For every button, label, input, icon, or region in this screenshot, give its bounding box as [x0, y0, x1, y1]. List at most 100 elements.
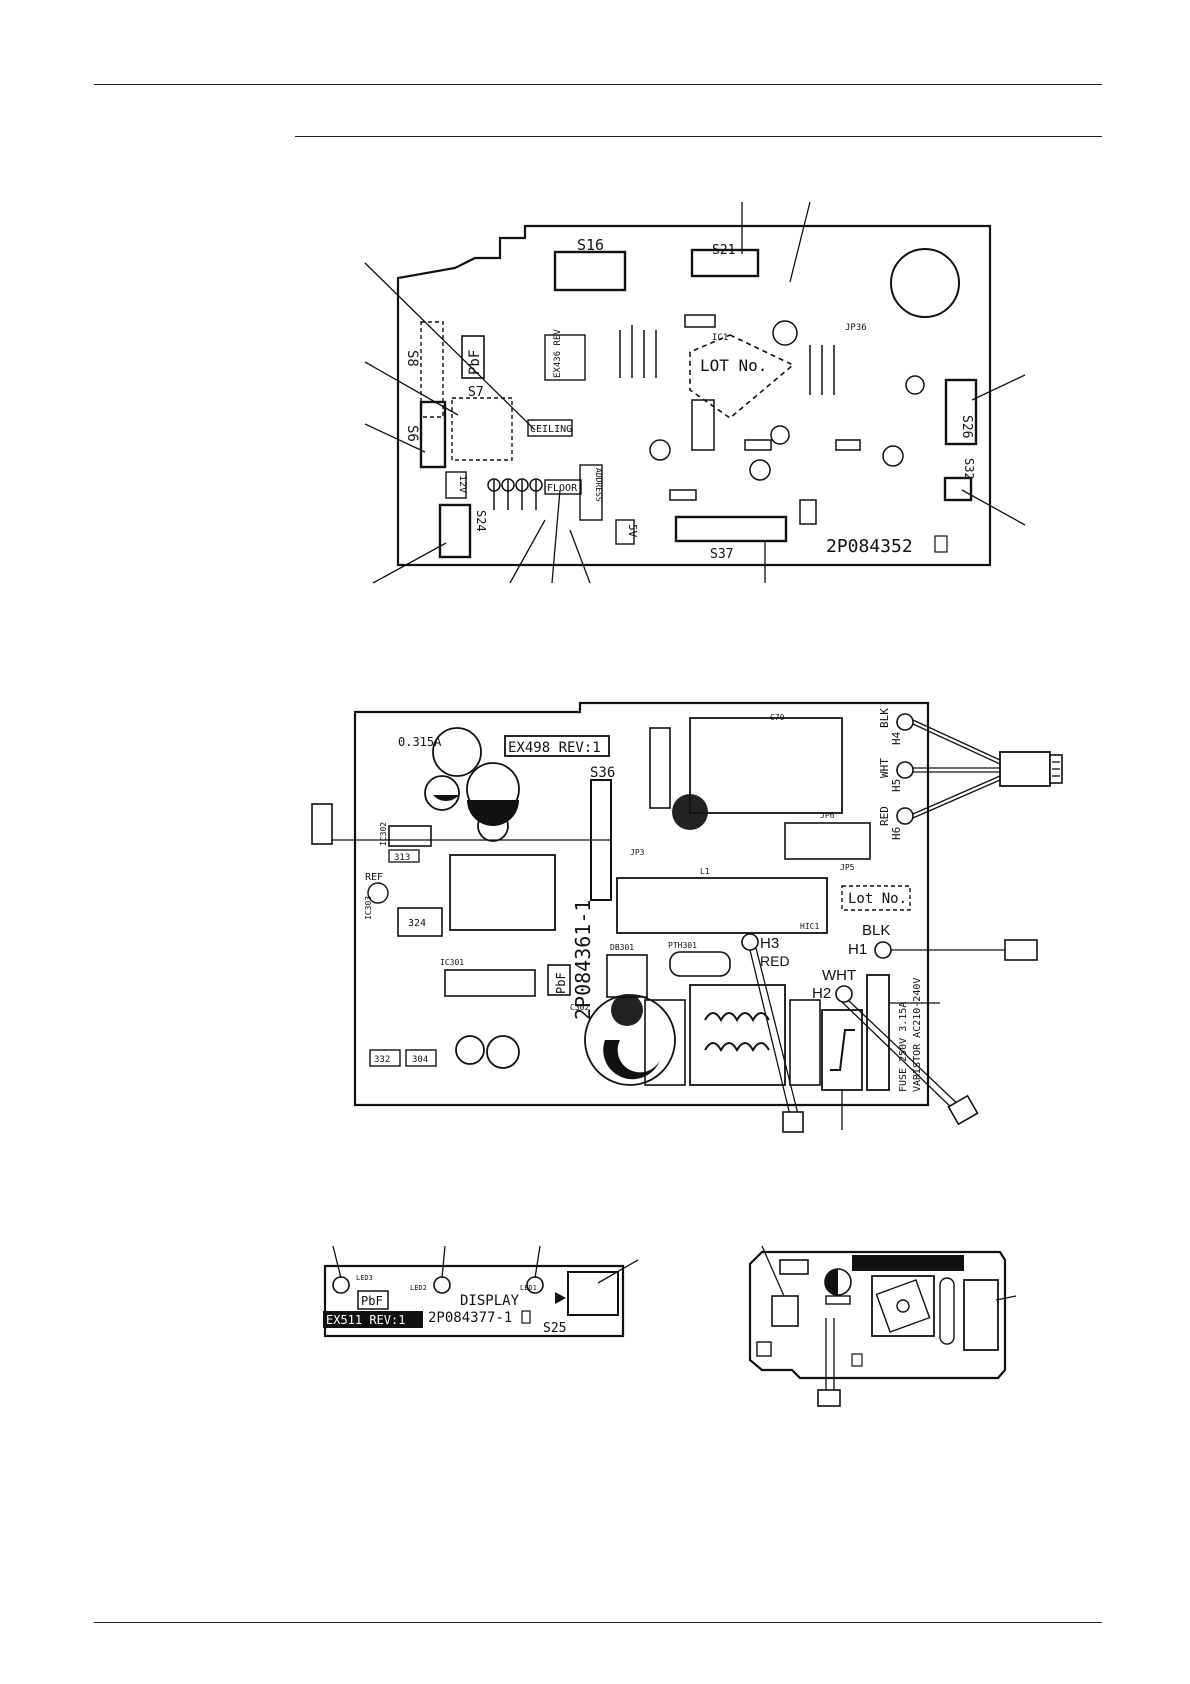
- h3-wire-b: [755, 947, 799, 1115]
- power-pcb-outline: [353, 701, 930, 1107]
- h1-color: BLK: [862, 922, 890, 939]
- part-number-box: [934, 535, 948, 553]
- s16-label: S16: [577, 236, 604, 254]
- h5-color: WHT: [878, 758, 891, 778]
- connector-s6: [419, 400, 447, 469]
- connector-s37: [674, 515, 788, 543]
- part-324: [397, 907, 443, 937]
- cap-swirl: [603, 1040, 660, 1080]
- s24-label: S24: [474, 510, 488, 532]
- receiver-sensor: [871, 1275, 935, 1337]
- h1-label: H1: [848, 941, 867, 958]
- round-component: [890, 248, 960, 318]
- display-pbf-box: [357, 1290, 389, 1310]
- s21-label: S21: [712, 243, 735, 258]
- s25-arrow: [555, 1292, 566, 1304]
- s6-label: S6: [404, 425, 420, 442]
- terminal-h2: [835, 985, 853, 1003]
- display-title: DISPLAY: [460, 1293, 520, 1309]
- h2-wire-a: [847, 999, 963, 1109]
- floor-mark: FLOOR: [547, 483, 578, 494]
- hic1-block: [616, 877, 828, 934]
- h2-color: WHT: [822, 967, 856, 984]
- fuse-rating: FUSE 250V 3.15A: [898, 1002, 909, 1092]
- l1-label: L1: [700, 867, 710, 876]
- h3-color: RED: [760, 953, 790, 969]
- control-pcb-outline: [396, 224, 992, 567]
- h2-label: H2: [812, 985, 831, 1002]
- jp6-label: JP6: [820, 811, 835, 820]
- db301: [606, 954, 648, 998]
- receiver-sensor-dot: [896, 1299, 910, 1313]
- h2-terminal-box: [947, 1094, 979, 1126]
- s25-label: S25: [543, 1321, 566, 1336]
- section-rule: [295, 136, 1102, 137]
- display-pbf: PbF: [361, 1294, 383, 1308]
- left-connector: [311, 803, 333, 845]
- s7-outline: [451, 397, 513, 461]
- address-mark: ADDRESS: [594, 468, 603, 502]
- twelve-v-box: [445, 471, 467, 499]
- component-cluster: [487, 314, 925, 525]
- coil-2: [704, 1042, 770, 1053]
- h3-label: H3: [760, 935, 779, 952]
- c70-block: [689, 717, 843, 814]
- led1-label: LED1: [520, 1284, 537, 1292]
- h6-color: RED: [878, 806, 891, 826]
- ic302: [388, 825, 432, 847]
- receiver-ic: [771, 1295, 799, 1327]
- lot-diamond: [689, 334, 795, 420]
- floor-box: [544, 479, 582, 495]
- display-pn-box: [521, 1310, 531, 1324]
- connector-s32: [943, 476, 973, 502]
- connector-s25: [567, 1271, 619, 1316]
- coil-1: [704, 1012, 770, 1023]
- display-part-number: 2P084377-1: [428, 1310, 512, 1326]
- connector-s24: [438, 503, 472, 559]
- fuse-small: 0.315A: [398, 735, 442, 749]
- receiver-top-block: [852, 1255, 964, 1271]
- receiver-sensor-inner: [875, 1279, 931, 1333]
- display-model-box: [323, 1311, 423, 1328]
- terminal-h4: [896, 713, 914, 731]
- ceiling-mark: CEILING: [530, 424, 572, 435]
- lot-box: [841, 885, 911, 911]
- h4-color: BLK: [878, 708, 891, 728]
- connector-s16: [553, 250, 627, 292]
- db301-label: DB301: [610, 943, 634, 952]
- receiver-slot: [939, 1277, 955, 1345]
- coil-block: [689, 984, 786, 1086]
- twelve-v-mark: 12V: [457, 475, 468, 493]
- c302-label: C302: [570, 1003, 589, 1012]
- connector-s26: [944, 378, 978, 446]
- lot-no-label: LOT No.: [700, 356, 767, 375]
- label-332: 332: [374, 1055, 390, 1065]
- pbf-box-power: [547, 964, 571, 996]
- five-v-mark: 5V: [626, 524, 639, 538]
- control-part-number: 2P084352: [826, 536, 913, 557]
- ex-rev-block: [544, 334, 586, 381]
- s32-label: S32: [962, 458, 976, 480]
- jp3-label: JP3: [630, 848, 645, 857]
- ic303-label: IC303: [364, 896, 373, 920]
- jp36-mark: JP36: [845, 323, 867, 333]
- h1-terminal-box: [1004, 939, 1038, 961]
- ic1-label: IC1: [712, 333, 728, 343]
- s37-label: S37: [710, 547, 733, 562]
- receiver-small-2: [756, 1341, 772, 1357]
- wire-harness: [912, 719, 1001, 819]
- s36-label: S36: [590, 765, 615, 781]
- connector-s21: [690, 248, 760, 278]
- power-lot-no: Lot No.: [848, 891, 907, 907]
- varistor-rating: VARISTOR AC210-240V: [912, 978, 923, 1092]
- ex-rev-mark: EX436 REV: [553, 329, 563, 378]
- pth301-label: PTH301: [668, 941, 697, 950]
- ic301: [444, 969, 536, 997]
- receiver-small-1: [779, 1259, 809, 1275]
- control-leaders: [364, 201, 1026, 584]
- pbf-box: [461, 335, 485, 379]
- connector-s36: [590, 779, 612, 901]
- ref-label: REF: [365, 872, 383, 883]
